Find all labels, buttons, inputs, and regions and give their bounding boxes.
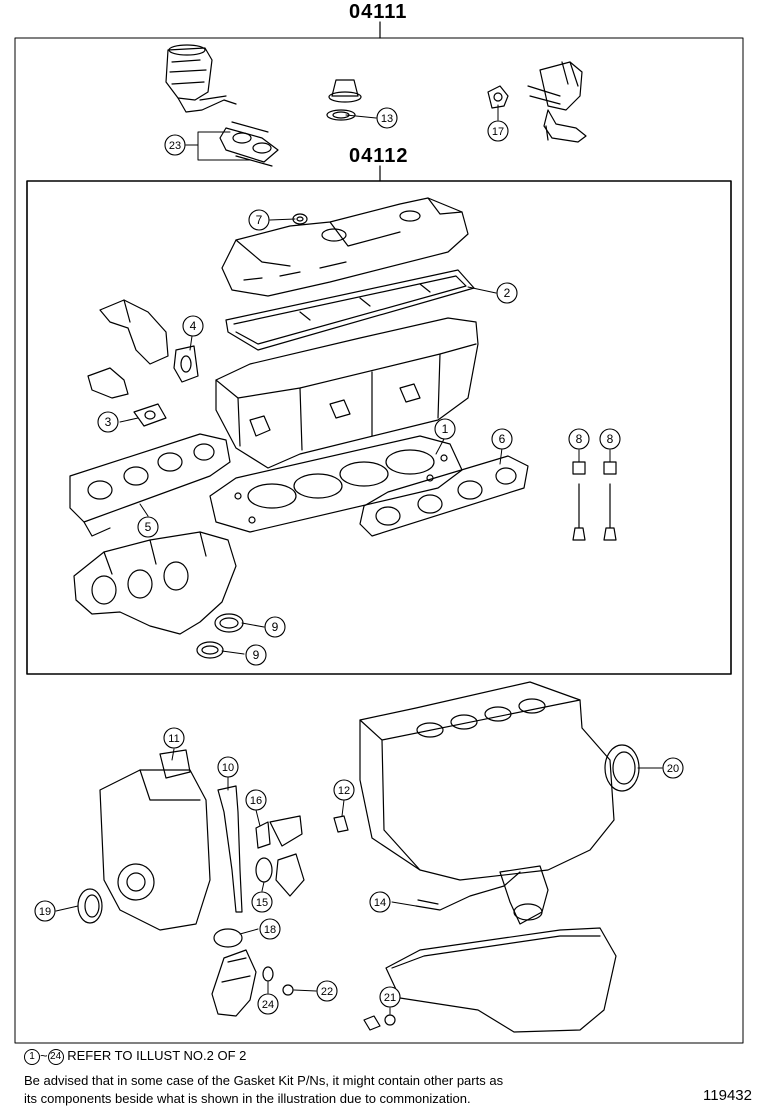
callout-18: 18 [259,918,281,940]
callout-label: 22 [321,986,333,998]
callout-8: 8 [599,428,621,450]
exhaust-manifold-gasket-part [359,455,529,537]
callout-label: 20 [667,763,679,775]
air-pipe-elbow-part [165,44,237,113]
oil-pump-o-ring-part [213,928,243,948]
callout-9: 9 [245,644,267,666]
advice-line-2: its components beside what is shown in t… [24,1091,471,1106]
callout-23: 23 [164,134,186,156]
callout-label: 19 [39,906,51,918]
callout-label: 7 [256,213,263,227]
callout-10: 10 [217,756,239,778]
callout-14: 14 [369,891,391,913]
callout-label: 21 [384,992,396,1004]
callout-11: 11 [163,727,185,749]
head-cover-gasket-part [225,269,475,351]
callout-label: 5 [145,520,152,534]
kit-frame-04112 [26,165,732,675]
callout-label: 2 [504,286,511,300]
intake-manifold-part [73,531,237,635]
callout-24: 24 [257,993,279,1015]
callout-label: 8 [607,432,614,446]
kit-frame-04111 [14,21,744,1044]
leader-lines [55,104,663,1015]
callout-12: 12 [333,779,355,801]
kit-code-04112: 04112 [349,145,409,167]
timing-cover-part [99,769,211,931]
ref-end-marker: 24 [47,1048,64,1065]
intake-gasket-set-part [219,121,279,167]
oil-pan-part [385,927,617,1033]
callout-label: 18 [264,924,276,936]
callout-17: 17 [487,120,509,142]
callout-13: 13 [376,107,398,129]
cylinder-head-cover-part [221,197,469,297]
oil-strainer-part [415,865,549,925]
callout-22: 22 [316,980,338,1002]
small-seal-part-12 [333,815,349,833]
callout-1: 1 [434,418,456,440]
intake-manifold-gasket-part [69,433,231,537]
callout-5: 5 [137,516,159,538]
callout-label: 14 [374,897,386,909]
callout-label: 1 [442,422,449,436]
advice-line-1: Be advised that in some case of the Gask… [24,1073,504,1088]
ref-separator: ~ [40,1048,48,1063]
valve-stem-seal-parts [572,461,617,541]
callout-label: 13 [381,113,393,125]
oil-filter-bracket-part [211,949,257,1017]
small-gasket-part [487,85,509,109]
cylinder-block-part [359,681,615,881]
water-inlet-part [87,367,129,399]
callout-3: 3 [97,411,119,433]
callout-label: 16 [250,795,262,807]
cylinder-head-gasket-part [209,435,463,533]
water-inlet-gasket-part [133,403,167,427]
callout-label: 10 [222,762,234,774]
water-outlet-gasket-part [173,345,199,383]
callout-4: 4 [182,315,204,337]
callout-21: 21 [379,986,401,1008]
callout-9: 9 [264,616,286,638]
figure-number: 119432 [703,1087,752,1104]
timing-cover-gasket-part [159,749,243,913]
callout-label: 12 [338,785,350,797]
callout-6: 6 [491,428,513,450]
callout-label: 3 [105,415,112,429]
callout-label: 9 [253,648,260,662]
callout-20: 20 [662,757,684,779]
callout-2: 2 [496,282,518,304]
ref-start-marker: 1 [24,1048,40,1065]
thermostat-housing-part [527,61,587,143]
callout-label: 24 [262,999,274,1011]
callout-15: 15 [251,891,273,913]
callout-label: 23 [169,140,181,152]
callout-16: 16 [245,789,267,811]
callout-label: 4 [190,319,197,333]
exhaust-flange-gasket-parts [196,613,244,659]
ref-text: REFER TO ILLUST NO.2 OF 2 [67,1048,247,1063]
callout-label: 15 [256,897,268,909]
callout-label: 6 [499,432,506,446]
water-outlet-part [99,299,169,365]
callout-label: 8 [576,432,583,446]
drain-plug-part [363,1014,396,1031]
callout-label: 9 [272,620,279,634]
callout-7: 7 [248,209,270,231]
callout-label: 11 [168,733,179,745]
kit-code-04111: 04111 [349,1,408,23]
oil-filler-cap-part [326,79,362,121]
refer-note: 1~24 REFER TO ILLUST NO.2 OF 2 [24,1047,246,1065]
callout-8: 8 [568,428,590,450]
callout-label: 17 [492,126,504,138]
small-o-ring-parts [262,966,294,996]
callout-19: 19 [34,900,56,922]
cylinder-head-part [215,317,479,469]
front-oil-seal-part [77,888,103,924]
